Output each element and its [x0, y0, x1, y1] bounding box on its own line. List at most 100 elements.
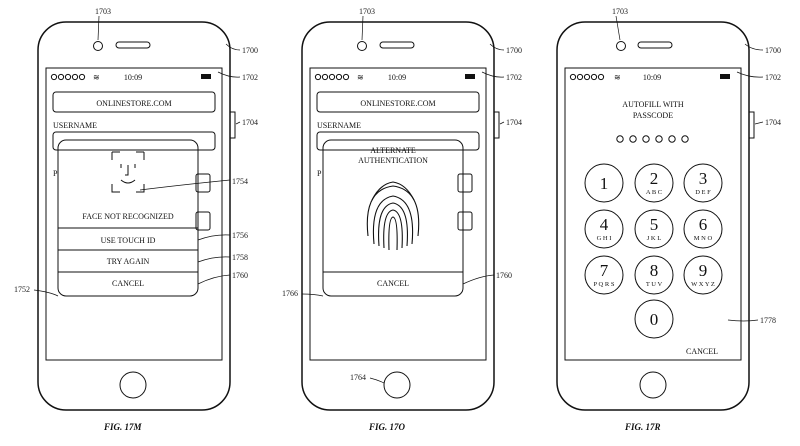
- side-button: [229, 111, 236, 139]
- ref-side-button: 1704: [242, 118, 258, 127]
- signal-dots: [314, 73, 350, 81]
- speaker-slot: [379, 41, 415, 49]
- face-id-icon: [111, 151, 145, 193]
- phone-body: [556, 21, 750, 411]
- ref-touch-id: 1756: [232, 231, 248, 240]
- phone-body: [37, 21, 231, 411]
- password-label-partial: P: [53, 169, 58, 178]
- username-field[interactable]: [316, 131, 480, 151]
- keypad-key-7[interactable]: 7P Q R S: [584, 255, 624, 295]
- front-camera: [93, 41, 103, 51]
- password-field-edge: [457, 173, 473, 193]
- ref-device: 1700: [242, 46, 258, 55]
- keypad-digit: 8: [650, 261, 659, 280]
- username-field[interactable]: [52, 131, 216, 151]
- side-button: [748, 111, 755, 139]
- battery-icon: [465, 74, 475, 79]
- fingerprint-icon: [366, 181, 420, 251]
- login-button-edge: [195, 211, 211, 231]
- keypad-digit: 0: [650, 310, 659, 329]
- keypad-key-8[interactable]: 8T U V: [634, 255, 674, 295]
- dialog-title: FACE NOT RECOGNIZED: [82, 212, 173, 221]
- keypad-digit: 6: [699, 215, 708, 234]
- keypad-key-3[interactable]: 3D E F: [683, 163, 723, 203]
- url-text: ONLINESTORE.COM: [360, 99, 435, 108]
- ref-screen: 1702: [765, 73, 781, 82]
- wifi-icon: ≋: [357, 73, 364, 82]
- ref-device: 1700: [765, 46, 781, 55]
- front-camera: [357, 41, 367, 51]
- figure-17m: ≋ 10:09 ONLINESTORE.COM USERNAME P FACE …: [14, 7, 258, 432]
- home-button: [119, 371, 147, 399]
- ref-try-again: 1758: [232, 253, 248, 262]
- keypad-key-1[interactable]: 1: [584, 163, 624, 203]
- keypad-digit: 4: [600, 215, 609, 234]
- speaker-slot: [637, 41, 673, 49]
- figure-caption: FIG. 17O: [368, 422, 406, 432]
- password-label-partial: P: [317, 169, 322, 178]
- username-label: USERNAME: [53, 121, 97, 130]
- keypad-digit: 1: [600, 174, 609, 193]
- keypad-letters: M N O: [694, 235, 713, 242]
- home-button: [383, 371, 411, 399]
- alternate-auth-dialog: [322, 139, 464, 297]
- ref-device: 1700: [506, 46, 522, 55]
- cancel-button[interactable]: CANCEL: [377, 279, 409, 288]
- url-text: ONLINESTORE.COM: [96, 99, 171, 108]
- passcode-dots: [616, 135, 689, 143]
- dialog-title-line-2: AUTHENTICATION: [358, 156, 428, 165]
- cancel-button[interactable]: CANCEL: [686, 347, 718, 356]
- keypad-letters: D E F: [695, 189, 711, 196]
- keypad-digit: 9: [699, 261, 708, 280]
- keypad-letters: P Q R S: [594, 281, 615, 288]
- cancel-button[interactable]: CANCEL: [112, 279, 144, 288]
- status-time: 10:09: [643, 73, 661, 82]
- ref-face-icon: 1754: [232, 177, 248, 186]
- status-time: 10:09: [124, 73, 142, 82]
- speaker-slot: [115, 41, 151, 49]
- keypad-key-9[interactable]: 9W X Y Z: [683, 255, 723, 295]
- password-field-edge: [195, 173, 211, 193]
- phone-body: [301, 21, 495, 411]
- ref-dialog: 1766: [282, 289, 298, 298]
- phone-screen: [45, 67, 223, 361]
- ref-cancel: 1760: [232, 271, 248, 280]
- home-button: [639, 371, 667, 399]
- ref-keypad: 1778: [760, 316, 776, 325]
- keypad-key-2[interactable]: 2A B C: [634, 163, 674, 203]
- ref-screen: 1702: [242, 73, 258, 82]
- figure-caption: FIG. 17R: [624, 422, 661, 432]
- ref-side-button: 1704: [506, 118, 522, 127]
- signal-dots: [569, 73, 605, 81]
- keypad-digit: 2: [650, 169, 659, 188]
- battery-icon: [201, 74, 211, 79]
- status-time: 10:09: [388, 73, 406, 82]
- ref-dialog: 1752: [14, 285, 30, 294]
- keypad-letters: W X Y Z: [691, 281, 715, 288]
- signal-dots: [50, 73, 86, 81]
- ref-screen: 1702: [506, 73, 522, 82]
- keypad-key-4[interactable]: 4G H I: [584, 209, 624, 249]
- url-field[interactable]: [316, 91, 480, 113]
- ref-side-button: 1704: [765, 118, 781, 127]
- ref-camera: 1703: [359, 7, 375, 16]
- battery-icon: [720, 74, 730, 79]
- keypad-key-0[interactable]: 0: [634, 299, 674, 339]
- keypad-key-5[interactable]: 5J K L: [634, 209, 674, 249]
- keypad-digit: 3: [699, 169, 708, 188]
- login-button-edge: [457, 211, 473, 231]
- phone-screen: [309, 67, 487, 361]
- try-again-button[interactable]: TRY AGAIN: [107, 257, 150, 266]
- wifi-icon: ≋: [614, 73, 621, 82]
- ref-camera: 1703: [95, 7, 111, 16]
- use-touch-id-button[interactable]: USE TOUCH ID: [101, 236, 156, 245]
- keypad-letters: G H I: [597, 235, 612, 242]
- keypad-digit: 5: [650, 215, 659, 234]
- keypad-letters: T U V: [646, 281, 663, 288]
- keypad-key-6[interactable]: 6M N O: [683, 209, 723, 249]
- url-field[interactable]: [52, 91, 216, 113]
- phone-screen: [564, 67, 742, 361]
